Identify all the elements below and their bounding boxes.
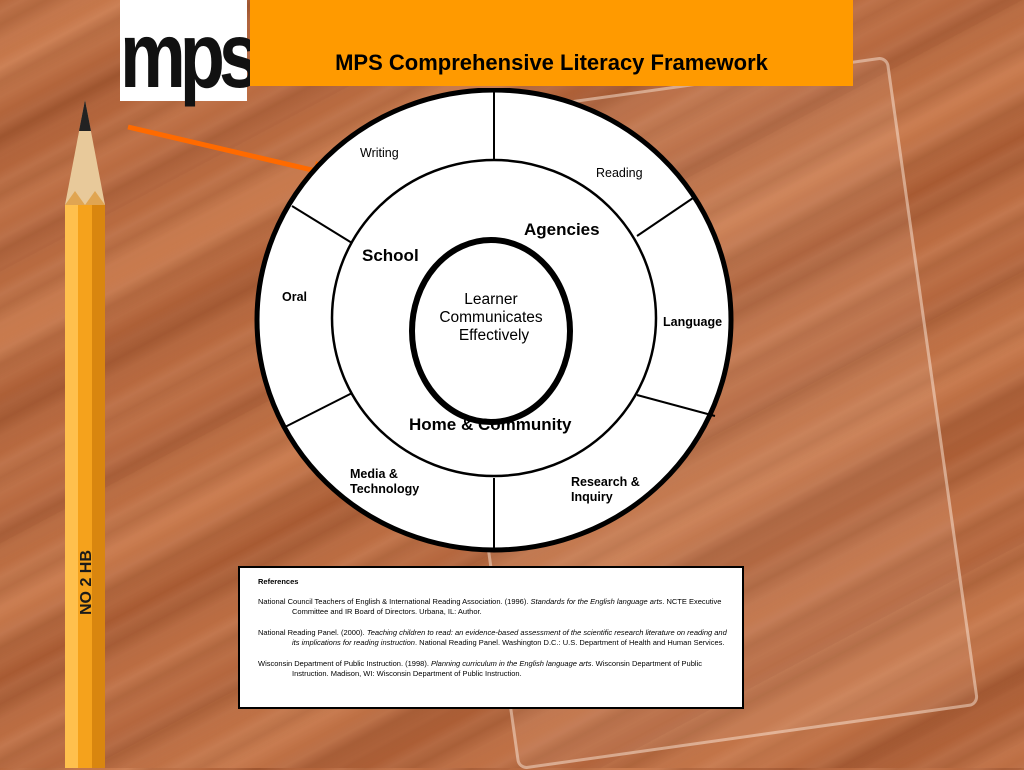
literacy-wheel: Writing Reading Language Research & Inqu…: [254, 88, 734, 553]
reference-item: Wisconsin Department of Public Instructi…: [258, 658, 702, 679]
segment-media-line1: Media &: [350, 467, 398, 481]
center-line-2: Communicates: [439, 309, 543, 326]
pencil-illustration: NO 2 HB: [65, 100, 105, 768]
references-box: References National Council Teachers of …: [238, 566, 744, 709]
center-line-1: Learner: [464, 291, 517, 308]
segment-writing: Writing: [360, 146, 399, 160]
center-line-3: Effectively: [459, 327, 530, 344]
middle-agencies: Agencies: [524, 220, 600, 239]
segment-reading: Reading: [596, 166, 643, 180]
references-heading: References: [258, 577, 299, 586]
segment-oral: Oral: [282, 290, 307, 304]
pencil-wood-tip: [65, 100, 105, 205]
pencil-lead: [79, 100, 91, 131]
page-title: MPS Comprehensive Literacy Framework: [335, 50, 768, 75]
center-circle: [409, 237, 573, 425]
mps-logo: mps: [120, 0, 260, 107]
segment-research-line1: Research &: [571, 475, 640, 489]
pencil-label: NO 2 HB: [78, 550, 95, 615]
segment-language: Language: [663, 315, 722, 329]
segment-media-line2: Technology: [350, 482, 419, 496]
reference-item: National Reading Panel. (2000). Teaching…: [258, 627, 727, 648]
title-banner: MPS Comprehensive Literacy Framework: [250, 0, 853, 86]
segment-research-line2: Inquiry: [571, 490, 613, 504]
middle-home-community: Home & Community: [409, 415, 572, 434]
middle-school: School: [362, 246, 419, 265]
reference-item: National Council Teachers of English & I…: [258, 596, 722, 617]
logo-text: mps: [120, 3, 260, 107]
